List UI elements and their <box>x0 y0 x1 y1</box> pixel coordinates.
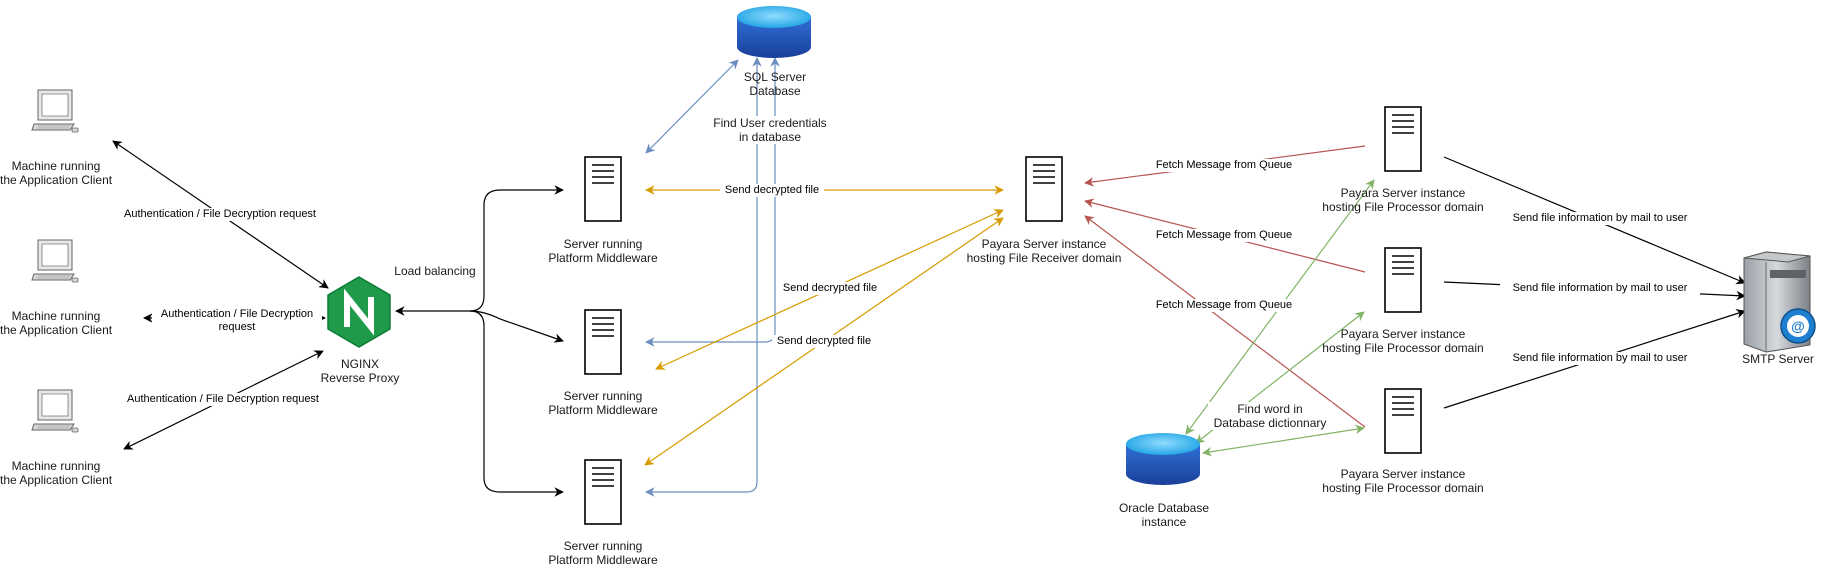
edge-label-line: Fetch Message from Queue <box>1155 299 1293 311</box>
edge-label-fetch3: Fetch Message from Queue <box>1151 299 1297 312</box>
node-label-line: NGINX <box>340 357 379 371</box>
edge-oracle-proc3-line <box>1202 424 1365 457</box>
node-label-line: Payara Server instance <box>1340 467 1466 481</box>
node-label-line: hosting File Processor domain <box>1322 341 1484 355</box>
edge-label-line: Send file information by mail to user <box>1512 352 1688 364</box>
node-label-line: hosting File Receiver domain <box>966 251 1122 265</box>
edge-lb-mw1 <box>469 185 564 312</box>
node-label-line: Machine running <box>11 459 101 473</box>
edge-sql-mw3-line <box>645 57 762 497</box>
edge-label-line: Send file information by mail to user <box>1512 212 1688 224</box>
edge-label-fetch2: Fetch Message from Queue <box>1151 229 1297 242</box>
edge-lb-mw3 <box>469 310 564 497</box>
edge-label-line: Send decrypted file <box>782 282 878 294</box>
edge-label-line: Database dictionnary <box>1213 416 1327 430</box>
edge-label-mail2: Send file information by mail to user <box>1500 282 1700 295</box>
desktop-computer-icon <box>31 239 79 283</box>
server-tower-icon <box>1384 247 1422 313</box>
edge-label-auth1: Authentication / File Decryption request <box>110 208 330 221</box>
edge-label-send1: Send decrypted file <box>720 184 824 197</box>
nginx-logo-icon <box>327 276 391 348</box>
server-tower-icon <box>584 156 622 222</box>
edge-label-line: Authentication / File Decryption request <box>124 208 316 220</box>
node-label-line: instance <box>1141 515 1187 529</box>
database-cylinder-icon <box>737 6 811 58</box>
server-tower-icon <box>1025 156 1063 222</box>
node-label-line: Machine running <box>11 159 101 173</box>
edge-label-line: Load balancing <box>394 264 476 278</box>
edge-label-send2: Send decrypted file <box>778 282 882 295</box>
edge-label-line: Authentication / File Decryption <box>160 308 314 320</box>
mail-server-icon: @ <box>1743 251 1816 353</box>
database-cylinder-icon <box>1126 433 1200 485</box>
edge-label-fetch1: Fetch Message from Queue <box>1151 159 1297 172</box>
edge-label-mail3: Send file information by mail to user <box>1500 352 1700 365</box>
node-label-line: Machine running <box>11 309 101 323</box>
node-label-line: the Application Client <box>0 173 113 187</box>
server-tower-icon <box>584 459 622 525</box>
desktop-computer-icon <box>31 389 79 433</box>
node-label-line: Payara Server instance <box>1340 186 1466 200</box>
edge-label-line: Find word in <box>1237 402 1303 416</box>
edge-label-line: Fetch Message from Queue <box>1155 159 1293 171</box>
node-label-line: Oracle Database <box>1118 501 1210 515</box>
edge-label-auth3: Authentication / File Decryption request <box>113 393 333 406</box>
edge-lines <box>112 57 1746 497</box>
server-tower-icon <box>1384 106 1422 172</box>
node-label-line: Payara Server instance <box>981 237 1107 251</box>
edge-label-line: Authentication / File Decryption request <box>127 393 319 405</box>
edge-label-line: request <box>218 321 256 333</box>
edge-label-line: Find User credentials <box>713 116 827 130</box>
node-label-line: SQL Server <box>743 70 807 84</box>
node-label-line: Server running <box>563 389 643 403</box>
server-tower-icon <box>584 309 622 375</box>
edge-label-line: Send decrypted file <box>776 335 872 347</box>
node-label-line: the Application Client <box>0 473 113 487</box>
edge-label-lb: Load balancing <box>385 264 485 278</box>
node-label-line: SMTP Server <box>1742 352 1814 366</box>
server-tower-icon <box>1384 388 1422 454</box>
edge-label-mail1: Send file information by mail to user <box>1500 212 1700 225</box>
edge-label-line: Fetch Message from Queue <box>1155 229 1293 241</box>
desktop-computer-icon <box>31 89 79 133</box>
node-label-line: the Application Client <box>0 323 113 337</box>
node-label-line: hosting File Processor domain <box>1322 200 1484 214</box>
node-label-smtp: SMTP Server <box>1735 352 1821 366</box>
edge-label-send3: Send decrypted file <box>772 335 876 348</box>
node-label-line: Payara Server instance <box>1340 327 1466 341</box>
edge-label-line: in database <box>738 130 802 144</box>
node-label-line: Server running <box>563 539 643 553</box>
node-label-line: Platform Middleware <box>548 403 658 417</box>
node-label-line: Database <box>749 84 801 98</box>
node-label-line: Reverse Proxy <box>320 371 400 385</box>
node-label-line: hosting File Processor domain <box>1322 481 1484 495</box>
node-label-line: Server running <box>563 237 643 251</box>
node-label-line: Platform Middleware <box>548 553 658 567</box>
edge-label-line: Send decrypted file <box>724 184 820 196</box>
edge-label-line: Send file information by mail to user <box>1512 282 1688 294</box>
edge-sql-mw2-line <box>645 57 780 347</box>
svg-text:@: @ <box>1791 318 1805 334</box>
node-label-line: Platform Middleware <box>548 251 658 265</box>
